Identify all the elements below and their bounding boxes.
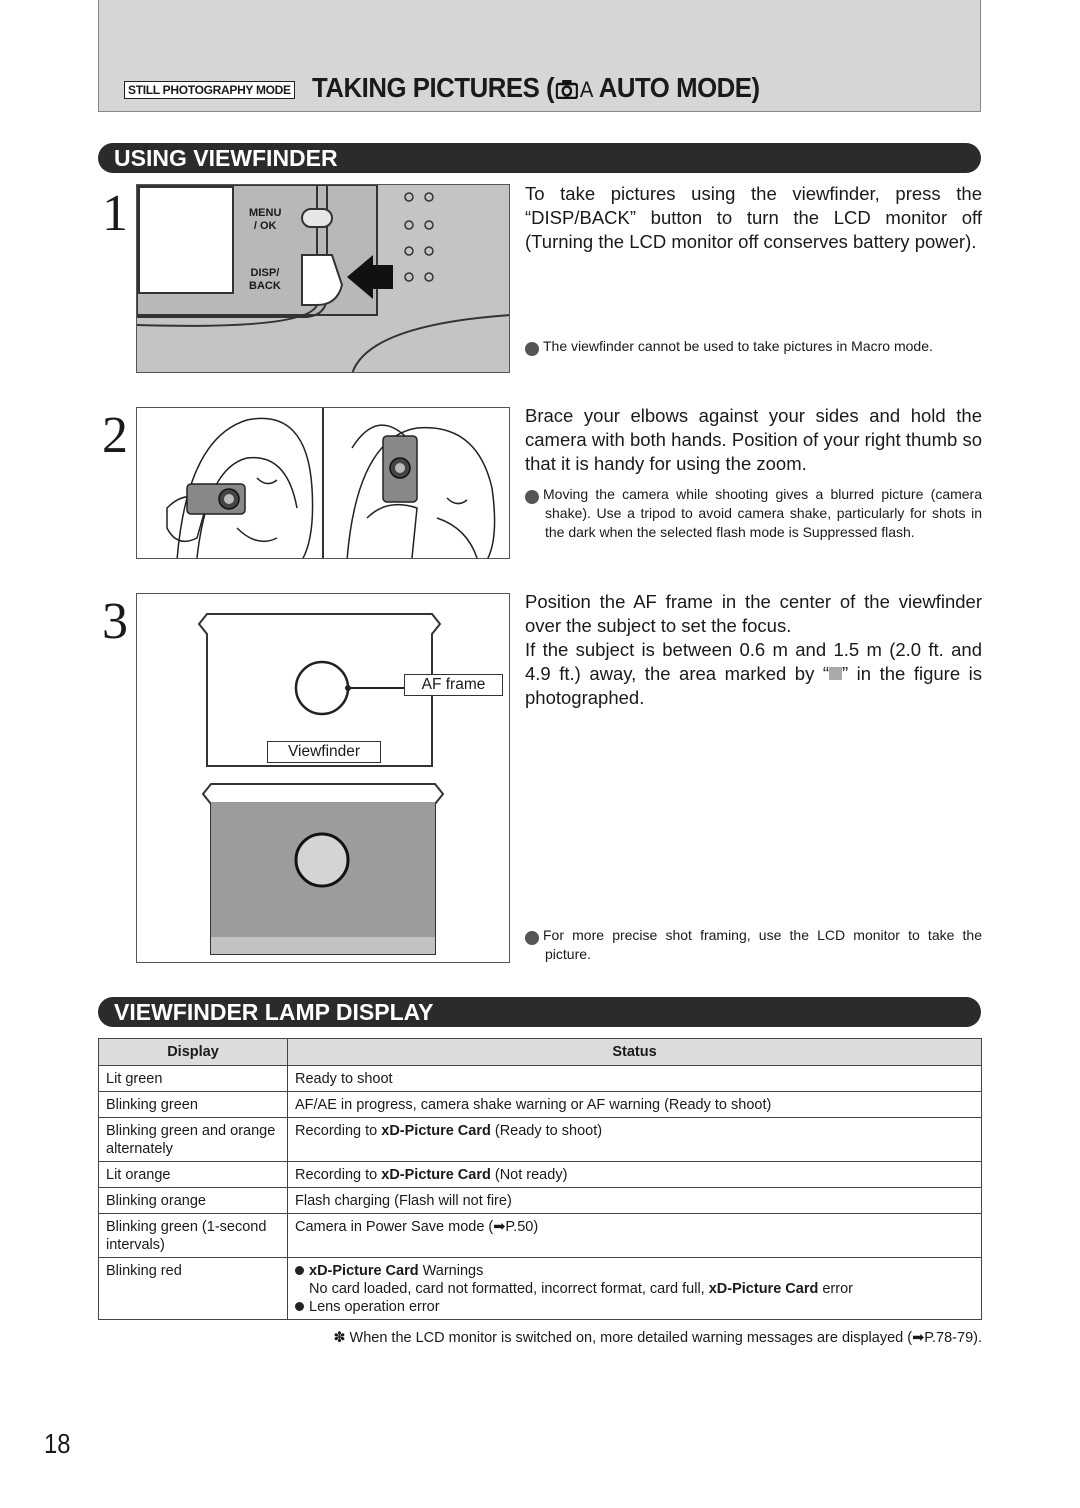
table-row: Blinking red xD-Picture Card Warnings No… (98, 1257, 982, 1320)
camera-back-illustration (137, 185, 509, 372)
table-row: Blinking orange Flash charging (Flash wi… (98, 1187, 982, 1214)
step3-figure: AF frame Viewfinder (136, 593, 510, 963)
mode-tag: STILL PHOTOGRAPHY MODE (124, 81, 295, 99)
status-cell: Recording to xD-Picture Card (Ready to s… (287, 1117, 982, 1162)
menu-ok-button-label: MENU / OK (249, 207, 282, 232)
caution-icon: ! (520, 931, 539, 945)
display-cell: Blinking green (1-second intervals) (98, 1213, 288, 1258)
page-title: TAKING PICTURES ( A AUTO MODE) (312, 72, 760, 106)
status-line: Lens operation error (295, 1298, 974, 1316)
status-text: Warnings (418, 1263, 484, 1279)
step3-text-line2b: ” in the figure is photographed. (525, 663, 982, 708)
status-cell: Flash charging (Flash will not fire) (287, 1187, 982, 1214)
step1-note-text: The viewfinder cannot be used to take pi… (543, 338, 933, 354)
status-text: (Ready to shoot) (490, 1123, 603, 1139)
camera-icon (555, 74, 579, 106)
table-row: Lit green Ready to shoot (98, 1065, 982, 1092)
title-suffix: AUTO MODE) (592, 72, 760, 103)
section-title-viewfinder-lamp-display: VIEWFINDER LAMP DISPLAY (98, 997, 981, 1027)
status-cell: xD-Picture Card Warnings No card loaded,… (287, 1257, 982, 1320)
status-line: No card loaded, card not formatted, inco… (295, 1280, 974, 1298)
step1-note: ! The viewfinder cannot be used to take p… (520, 337, 982, 356)
status-text-bold: xD-Picture Card (381, 1167, 491, 1183)
status-text-bold: xD-Picture Card (309, 1263, 419, 1279)
step3-text: Position the AF frame in the center of t… (525, 590, 982, 710)
step3-text-line2a: If the subject is between 0.6 m and 1.5 … (525, 639, 982, 684)
status-text: Recording to (295, 1123, 382, 1139)
table-header-row: Display Status (98, 1038, 982, 1066)
display-cell: Lit green (98, 1065, 288, 1092)
status-text: error (818, 1281, 853, 1297)
step-number-2: 2 (102, 407, 128, 464)
viewfinder-label: Viewfinder (267, 741, 381, 763)
table-row: Lit orange Recording to xD-Picture Card … (98, 1161, 982, 1188)
step3-text-line2: If the subject is between 0.6 m and 1.5 … (525, 638, 982, 710)
step2-note-text: Moving the camera while shooting gives a… (543, 486, 982, 540)
status-line: xD-Picture Card Warnings (295, 1262, 974, 1280)
status-cell: Recording to xD-Picture Card (Not ready) (287, 1161, 982, 1188)
step2-note: ! Moving the camera while shooting gives … (520, 485, 982, 542)
step-number-3: 3 (102, 593, 128, 650)
section-title-using-viewfinder: USING VIEWFINDER (98, 143, 981, 173)
footnote: ✽ When the LCD monitor is switched on, m… (333, 1330, 982, 1346)
status-text: Recording to (295, 1167, 382, 1183)
display-cell: Blinking orange (98, 1187, 288, 1214)
display-cell: Blinking green (98, 1091, 288, 1118)
page-number: 18 (44, 1428, 71, 1459)
table-row: Blinking green and orange alternately Re… (98, 1117, 982, 1162)
disp-back-button-label: DISP/ BACK (249, 267, 281, 292)
step2-text: Brace your elbows against your sides and… (525, 405, 982, 474)
display-cell: Blinking red (98, 1257, 288, 1320)
status-cell: Ready to shoot (287, 1065, 982, 1092)
status-text-bold: xD-Picture Card (708, 1281, 819, 1297)
title-mode-letter: A (579, 77, 594, 102)
step2-figure (136, 407, 510, 559)
column-header-display: Display (98, 1038, 288, 1066)
step3-text-line1: Position the AF frame in the center of t… (525, 591, 982, 636)
step3-note-text: For more precise shot framing, use the L… (543, 927, 982, 962)
display-cell: Lit orange (98, 1161, 288, 1188)
status-text: (Not ready) (490, 1167, 568, 1183)
lamp-display-table: Display Status Lit green Ready to shoot … (98, 1038, 982, 1320)
bullet-icon (295, 1266, 304, 1275)
status-text: Lens operation error (309, 1299, 440, 1315)
holding-camera-illustration (166, 408, 496, 558)
status-cell: AF/AE in progress, camera shake warning … (287, 1091, 982, 1118)
bullet-icon (295, 1302, 304, 1311)
step-number-1: 1 (102, 185, 128, 242)
title-prefix: TAKING PICTURES ( (312, 72, 555, 103)
step1-figure: MENU / OK DISP/ BACK (136, 184, 510, 373)
caution-icon: ! (520, 490, 539, 504)
column-header-status: Status (287, 1038, 982, 1066)
caution-icon: ! (520, 342, 539, 356)
status-cell: Camera in Power Save mode (➡P.50) (287, 1213, 982, 1258)
af-frame-label: AF frame (404, 674, 503, 696)
gray-square-icon (829, 667, 842, 680)
step1-text: To take pictures using the viewfinder, p… (525, 183, 982, 252)
table-row: Blinking green AF/AE in progress, camera… (98, 1091, 982, 1118)
status-text: No card loaded, card not formatted, inco… (309, 1281, 709, 1297)
af-frame-diagram (197, 613, 445, 955)
step3-note: ! For more precise shot framing, use the … (520, 926, 982, 964)
status-text-bold: xD-Picture Card (381, 1123, 491, 1139)
display-cell: Blinking green and orange alternately (98, 1117, 288, 1162)
table-row: Blinking green (1-second intervals) Came… (98, 1213, 982, 1258)
